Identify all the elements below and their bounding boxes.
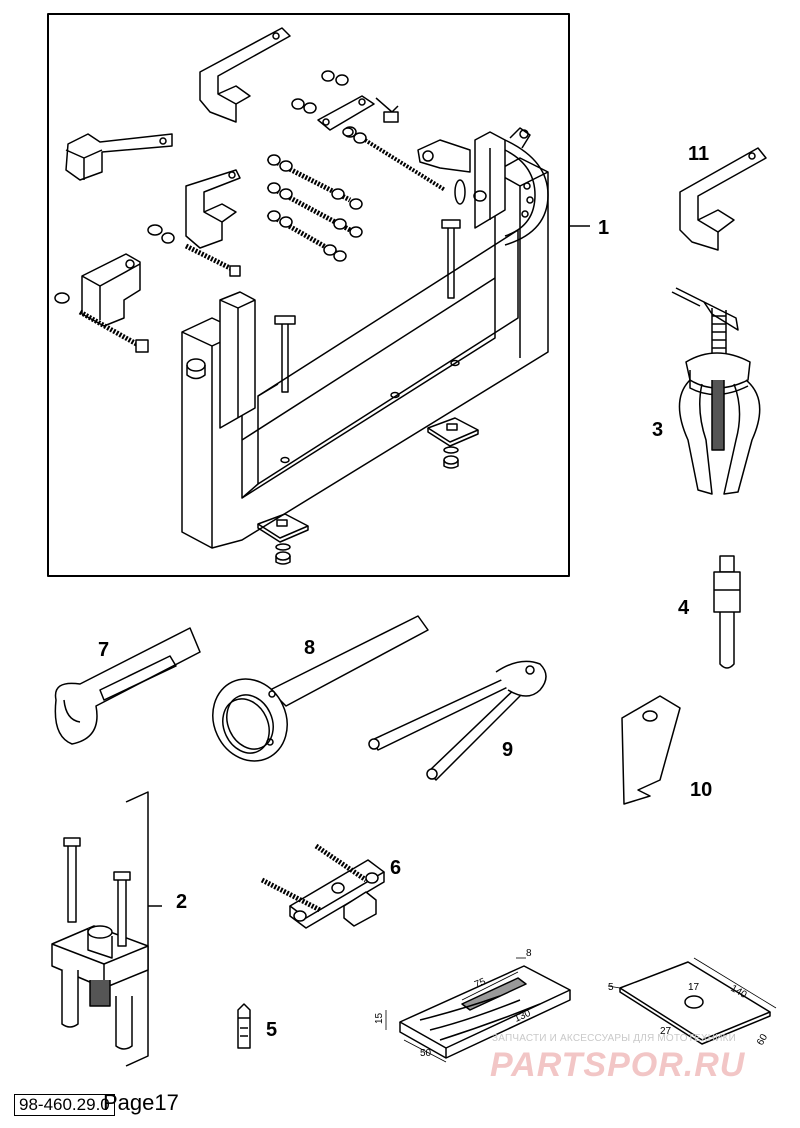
part-6-drawing — [260, 843, 385, 929]
dim-plate-5: 5 — [608, 982, 614, 993]
watermark-logo: PARTSPOR.RU — [490, 1046, 746, 1084]
dim-plate-27: 27 — [660, 1026, 672, 1037]
dim-block-75: 75 — [473, 976, 488, 991]
part-10-drawing — [621, 695, 681, 805]
dim-block-8: 8 — [526, 948, 532, 959]
part-7-drawing — [54, 627, 201, 745]
part-2-drawing — [51, 791, 162, 1067]
dim-block-15: 15 — [374, 1012, 385, 1024]
page-label: Page17 — [103, 1090, 179, 1115]
callout-2: 2 — [176, 891, 187, 913]
callout-6: 6 — [390, 857, 401, 879]
dim-plate-17: 17 — [688, 982, 700, 993]
callout-3: 3 — [652, 419, 663, 441]
dim-block-50: 50 — [420, 1048, 432, 1059]
callout-1: 1 — [598, 217, 609, 239]
callout-4: 4 — [678, 597, 690, 619]
callout-10: 10 — [690, 779, 712, 801]
part-5-drawing — [237, 1003, 251, 1049]
callout-7: 7 — [98, 639, 109, 661]
engine-stand-drawing — [54, 27, 549, 565]
callout-8: 8 — [304, 637, 315, 659]
callout-11: 11 — [688, 143, 709, 165]
callout-5: 5 — [266, 1019, 277, 1041]
part-4-drawing — [713, 555, 741, 669]
wood-block-drawing — [385, 957, 571, 1063]
watermark-tagline: ЗАПЧАСТИ И АКСЕССУАРЫ ДЛЯ МОТОТЕХНИКИ — [492, 1033, 737, 1044]
part-1-frame — [47, 13, 570, 577]
part-3-drawing — [671, 287, 761, 495]
part-8-drawing — [212, 615, 429, 762]
dim-plate-60: 60 — [755, 1032, 770, 1048]
document-code: 98-460.29.0 — [14, 1094, 115, 1116]
plate-drawing — [607, 957, 777, 1045]
part-9-drawing — [368, 660, 547, 781]
callout-9: 9 — [502, 739, 513, 761]
part-11-drawing — [679, 147, 767, 251]
